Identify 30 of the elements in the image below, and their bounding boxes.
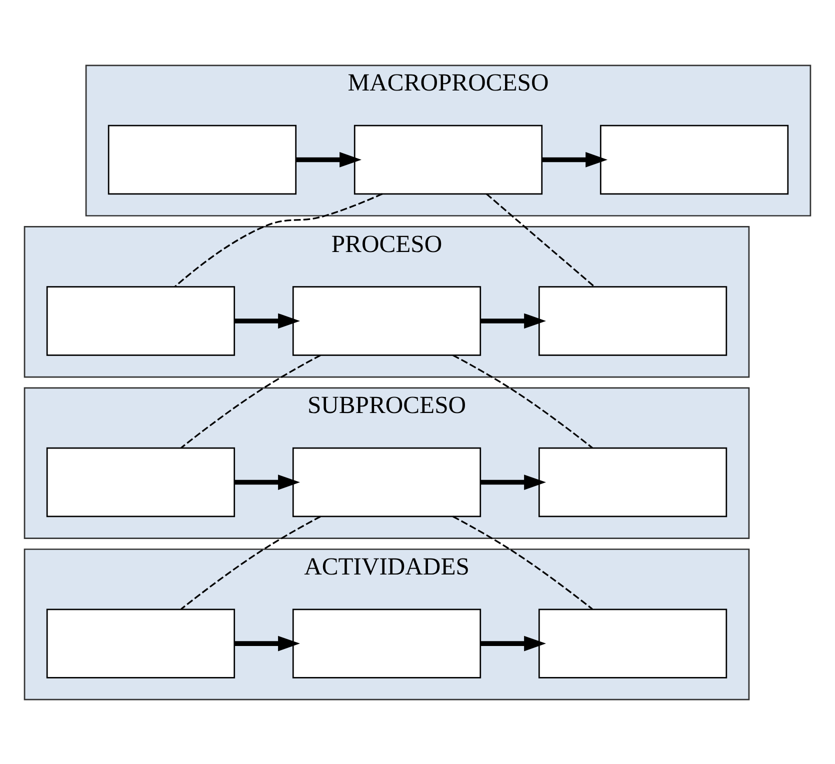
arrow [480, 474, 546, 490]
cluster: PROCESO [24, 226, 750, 378]
connector [486, 192, 596, 287]
arrow [480, 312, 546, 328]
arrow [234, 635, 300, 651]
arrow [542, 152, 608, 167]
node-box [108, 124, 297, 194]
node-box [46, 608, 236, 678]
node-box [354, 124, 543, 194]
node-box [46, 446, 236, 517]
arrow [234, 312, 300, 328]
node-box [292, 608, 482, 678]
arrow [296, 152, 362, 167]
node-box [538, 608, 728, 678]
connector [180, 515, 321, 610]
node-box [538, 446, 728, 517]
cluster: MACROPROCESO [85, 64, 812, 216]
arrow [234, 474, 300, 490]
node-box [292, 286, 482, 356]
cluster: ACTIVIDADES [24, 548, 750, 700]
cluster: SUBPROCESO [24, 386, 750, 538]
node-box [600, 124, 789, 194]
node-box [538, 286, 728, 356]
connector [452, 515, 593, 610]
node-box [46, 286, 236, 356]
connector [452, 354, 593, 448]
node-box [292, 446, 482, 517]
arrow [480, 635, 546, 651]
connector [180, 354, 321, 448]
connector [174, 192, 383, 287]
